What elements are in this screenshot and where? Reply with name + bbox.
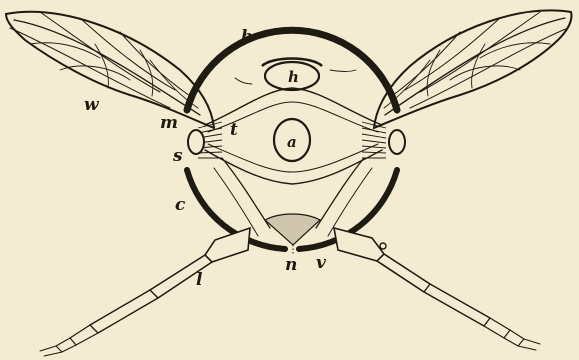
right-leg bbox=[334, 228, 540, 350]
left-leg bbox=[40, 228, 250, 356]
label-b: b bbox=[241, 27, 253, 47]
right-wing-hinge bbox=[389, 130, 405, 154]
label-t: t bbox=[230, 120, 238, 140]
label-v: v bbox=[316, 253, 327, 273]
right-wing bbox=[374, 10, 571, 128]
label-l: l bbox=[196, 270, 203, 290]
label-m: m bbox=[160, 113, 178, 133]
label-s: s bbox=[172, 146, 183, 166]
label-h: h bbox=[288, 68, 299, 86]
label-n: n bbox=[285, 255, 297, 275]
left-wing-hinge bbox=[188, 130, 204, 154]
label-c: c bbox=[175, 195, 186, 215]
label-w: w bbox=[84, 95, 100, 115]
label-a: a bbox=[287, 133, 297, 151]
left-wing bbox=[6, 12, 214, 128]
